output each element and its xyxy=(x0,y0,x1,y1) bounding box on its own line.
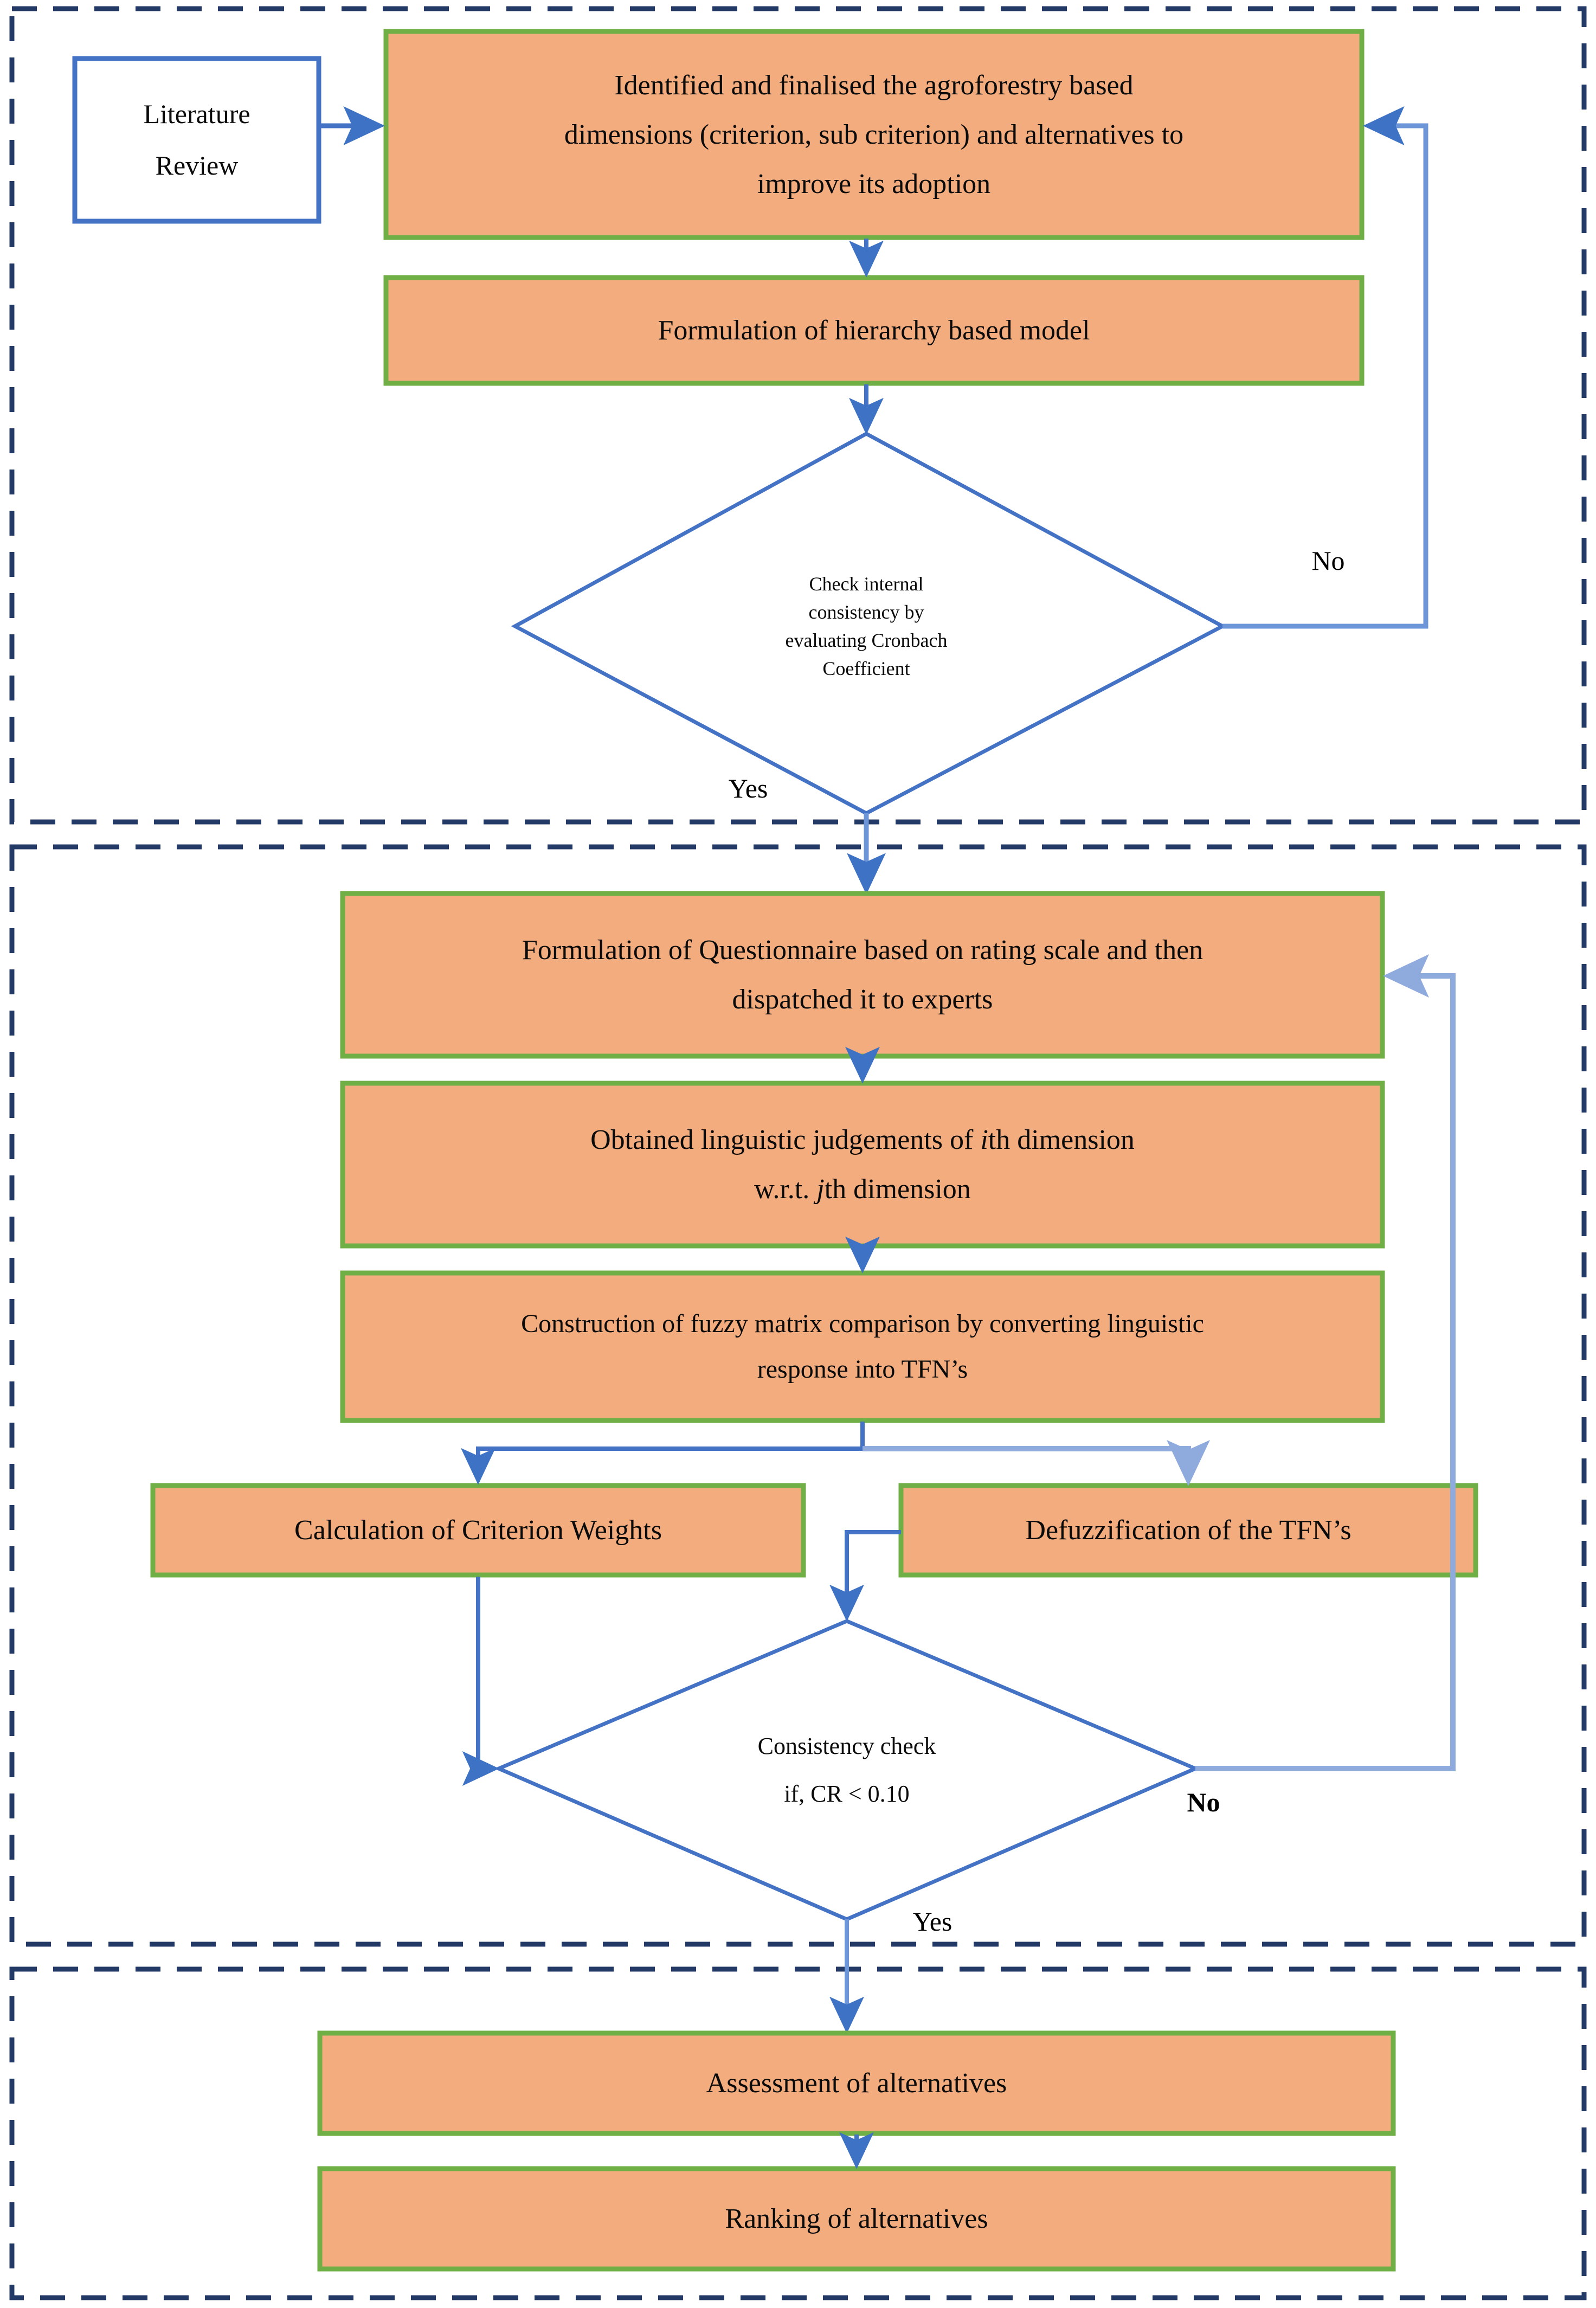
edge-defuzzification-to-consistency xyxy=(829,1530,901,1622)
consistency-decision-diamond xyxy=(494,1619,1200,1921)
edge-fuzzy-split-left xyxy=(461,1422,865,1485)
assessment-box xyxy=(317,2030,1396,2136)
section-frame-phase-3 xyxy=(9,1966,1587,2300)
identify-dimensions-box xyxy=(383,29,1365,240)
edge-weights-to-consistency xyxy=(462,1577,499,1786)
criterion-weights-box xyxy=(150,1483,806,1578)
edge-cronbach-no-loop xyxy=(1222,106,1428,629)
edge-consistency-no-loop xyxy=(1195,954,1456,1771)
section-frame-phase-2 xyxy=(9,844,1587,1947)
fuzzy-matrix-box xyxy=(340,1270,1385,1423)
ranking-box xyxy=(317,2166,1396,2272)
section-frame-phase-1 xyxy=(9,6,1587,825)
defuzzification-box xyxy=(898,1483,1478,1578)
cronbach-decision-diamond xyxy=(511,432,1227,815)
linguistic-judgements-box xyxy=(340,1081,1385,1249)
questionnaire-box xyxy=(340,891,1385,1059)
hierarchy-model-box xyxy=(383,275,1365,386)
literature-review-box xyxy=(72,56,321,224)
edge-fuzzy-split-right xyxy=(863,1439,1210,1486)
